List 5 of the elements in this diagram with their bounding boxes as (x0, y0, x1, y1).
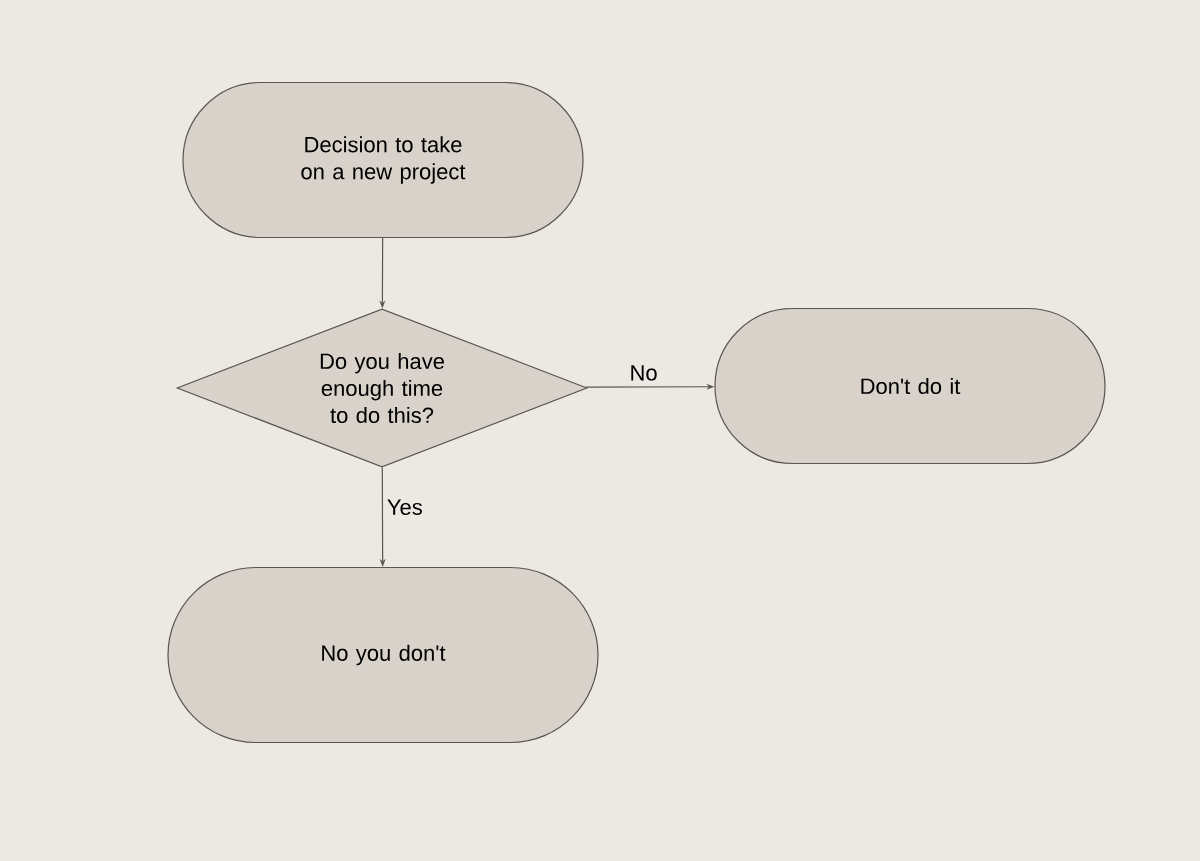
terminal-box: No you don't (167, 566, 599, 744)
edge-label: No (631, 365, 657, 381)
terminal-box: Decision to take on a new project (182, 81, 584, 239)
terminal-box: Don't do it (714, 307, 1106, 465)
edge-label: Yes (387, 499, 422, 515)
